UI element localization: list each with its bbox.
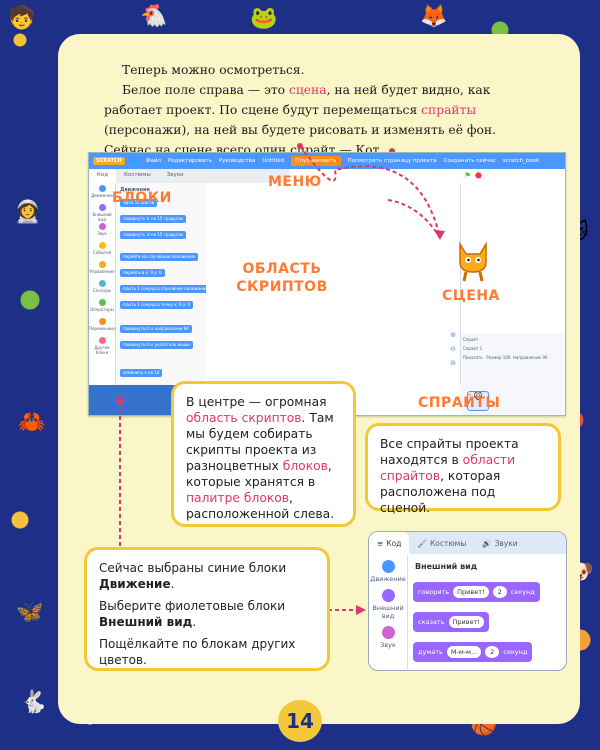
block-goto-random[interactable]: перейти на случайное положение bbox=[120, 253, 199, 261]
block-point-towards[interactable]: повернуться к указатель мыши bbox=[120, 341, 193, 349]
green-flag-icon[interactable]: ⚑ bbox=[464, 171, 472, 180]
crab-icon: 🦀 bbox=[18, 410, 46, 435]
save-now-button[interactable]: Сохранить сейчас bbox=[443, 158, 496, 164]
instruction-1: Сейчас выбраны синие блоки Движение. bbox=[99, 561, 287, 591]
brush-icon: 🖌 bbox=[417, 538, 427, 548]
zoom-in-icon[interactable]: ⊕ bbox=[450, 331, 456, 339]
zoom-reset-icon[interactable]: ⊜ bbox=[450, 359, 456, 367]
category-events[interactable]: События bbox=[89, 242, 115, 259]
marker-dot bbox=[389, 147, 396, 154]
zoom-out-icon[interactable]: ⊖ bbox=[450, 345, 456, 353]
block-turn-right[interactable]: повернуть ↻ на 15 градусов bbox=[120, 215, 186, 223]
callout-sprite-area: Все спрайты проекта находятся в области … bbox=[365, 423, 561, 515]
zoomed-tabs: ≡Код 🖌Костюмы 🔊Звуки bbox=[369, 532, 566, 554]
category-control[interactable]: Управление bbox=[89, 261, 115, 278]
category-looks[interactable]: Внешний вид bbox=[89, 204, 115, 222]
category-variables[interactable]: Переменные bbox=[89, 318, 116, 335]
callout-instructions: Сейчас выбраны синие блоки Движение. Выб… bbox=[84, 547, 330, 671]
globe-icon[interactable]: 🌐 bbox=[131, 158, 139, 164]
block-turn-left[interactable]: повернуть ↺ на 15 градусов bbox=[120, 231, 186, 239]
zoom-tab-code[interactable]: ≡Код bbox=[369, 532, 410, 554]
publish-button[interactable]: Опубликовать bbox=[291, 156, 341, 166]
intro-p1: Теперь можно осмотреться. bbox=[122, 63, 305, 77]
user-menu[interactable]: scratch_book bbox=[502, 158, 540, 164]
category-list: Движение Внешний вид Звук События Управл… bbox=[89, 183, 116, 385]
editor-tabs: Код Костюмы Звуки bbox=[89, 169, 289, 183]
zoom-category-sound[interactable]: Звук bbox=[369, 626, 407, 649]
callout-script-area: В центре — огромная область скриптов. Та… bbox=[171, 381, 356, 527]
see-project-button[interactable]: Посмотреть страницу проекта bbox=[347, 158, 437, 164]
label-blocks: БЛОКИ bbox=[112, 190, 172, 206]
sprite-thumb[interactable]: 🐱 bbox=[467, 391, 489, 411]
menu-file[interactable]: Файл bbox=[145, 158, 161, 164]
label-menu: МЕНЮ bbox=[268, 174, 322, 190]
boy-icon: 🧒 bbox=[8, 6, 36, 31]
zoom-palette-title: Внешний вид bbox=[415, 562, 478, 571]
category-sensing[interactable]: Сенсоры bbox=[89, 280, 115, 297]
project-title[interactable]: Untitled bbox=[262, 158, 285, 164]
zoom-category-motion[interactable]: Движение bbox=[369, 560, 407, 583]
instruction-3: Пощёлкайте по блокам других цветов. bbox=[99, 637, 296, 667]
block-move[interactable]: идти 10 шагов bbox=[120, 199, 157, 207]
zoomed-categories: Движение Внешний вид Звук bbox=[369, 554, 408, 670]
block-glide-random[interactable]: плыть 1 секунд в случайное положение bbox=[120, 285, 211, 293]
script-area[interactable]: ⊕ ⊖ ⊜ bbox=[206, 183, 461, 385]
label-script-area: ОБЛАСТЬ СКРИПТОВ bbox=[236, 261, 328, 295]
menu-bar: SCRATCH 🌐 Файл Редактировать Руководства… bbox=[89, 153, 565, 169]
category-myblocks[interactable]: Другие блоки bbox=[89, 337, 115, 355]
label-sprites: СПРАЙТЫ bbox=[418, 395, 501, 411]
block-palette: Движение идти 10 шагов повернуть ↻ на 15… bbox=[116, 183, 211, 385]
code-icon: ≡ bbox=[377, 538, 384, 548]
sprite-pane: Спрайт Спрайт 1 Показать Размер 100 Напр… bbox=[461, 333, 565, 415]
tab-code[interactable]: Код bbox=[89, 169, 117, 183]
category-sound[interactable]: Звук bbox=[89, 223, 115, 240]
zoomed-palette: ≡Код 🖌Костюмы 🔊Звуки Движение Внешний ви… bbox=[368, 531, 567, 671]
zoom-category-looks[interactable]: Внешний вид bbox=[369, 589, 407, 620]
sprite-info: Спрайт Спрайт 1 Показать Размер 100 Напр… bbox=[463, 337, 548, 360]
page-number: 14 bbox=[278, 700, 322, 742]
stop-icon[interactable]: ⬣ bbox=[475, 171, 482, 180]
zoom-tab-sounds[interactable]: 🔊Звуки bbox=[482, 538, 518, 548]
astronaut-icon: 👩‍🚀 bbox=[14, 200, 42, 225]
tab-costumes[interactable]: Костюмы bbox=[124, 172, 151, 178]
block-goto-xy[interactable]: перейти в x: 0 y: 0 bbox=[120, 269, 165, 277]
fox-icon: 🦊 bbox=[420, 4, 448, 29]
frog-icon: 🐸 bbox=[250, 6, 278, 31]
speaker-icon: 🔊 bbox=[482, 538, 492, 548]
instruction-2: Выберите фиолетовые блоки Внешний вид. bbox=[99, 599, 286, 629]
chicken-icon: 🐔 bbox=[140, 4, 168, 29]
zoom-tab-costumes[interactable]: 🖌Костюмы bbox=[417, 538, 467, 548]
menu-tutorials[interactable]: Руководства bbox=[218, 158, 256, 164]
block-glide-xy[interactable]: плыть 1 секунд в точку x: 0 y: 0 bbox=[120, 301, 194, 309]
scratch-logo[interactable]: SCRATCH bbox=[93, 157, 125, 165]
block-point-direction[interactable]: повернуться в направлении 90 bbox=[120, 325, 192, 333]
scratch-editor: SCRATCH 🌐 Файл Редактировать Руководства… bbox=[88, 152, 566, 416]
palette-title: Движение bbox=[120, 187, 150, 193]
block-change-x[interactable]: изменить x на 10 bbox=[120, 369, 163, 377]
cat-sprite[interactable] bbox=[452, 238, 494, 282]
rabbit-icon: 🐇 bbox=[20, 690, 48, 715]
butterfly-icon: 🦋 bbox=[16, 600, 44, 625]
menu-edit[interactable]: Редактировать bbox=[167, 158, 212, 164]
label-scene: СЦЕНА bbox=[442, 288, 500, 304]
category-motion[interactable]: Движение bbox=[89, 185, 115, 202]
category-operators[interactable]: Операторы bbox=[89, 299, 115, 316]
tab-sounds[interactable]: Звуки bbox=[166, 172, 184, 178]
